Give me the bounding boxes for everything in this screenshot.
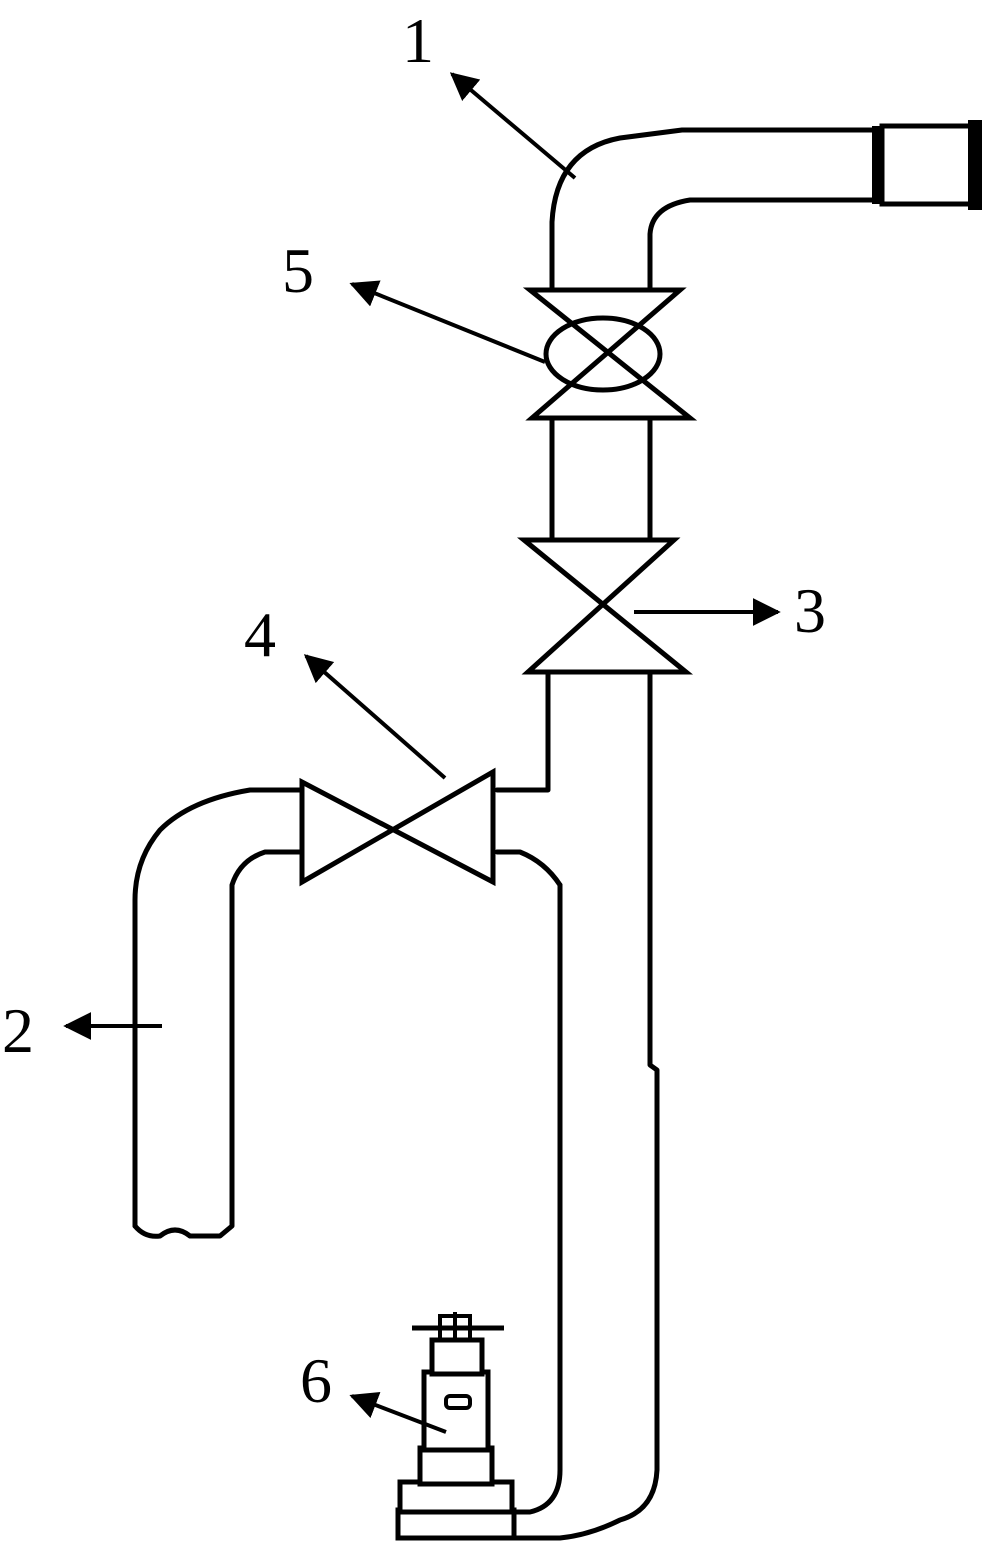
callout-label-3: 3 (794, 575, 826, 646)
leader-5-arrow (349, 280, 546, 364)
riser-pipe-upper (549, 417, 653, 543)
branch-pipe (132, 787, 563, 1239)
leader-6-arrow (349, 1391, 447, 1434)
leader-4-arrow (303, 654, 447, 780)
check-valve (522, 287, 698, 421)
callout-label-5: 5 (282, 235, 314, 306)
gate-valve-branch (299, 767, 496, 887)
callout-label-4: 4 (244, 599, 276, 670)
riser-pipe-main (494, 671, 660, 1541)
callout-label-1: 1 (402, 5, 434, 76)
leader-1-arrow (449, 72, 577, 180)
outlet-coupling (872, 120, 982, 210)
outlet-pipe-elbow (549, 127, 875, 293)
callout-label-2: 2 (2, 995, 34, 1066)
gate-valve-main (516, 537, 694, 675)
callout-label-6: 6 (300, 1345, 332, 1416)
submersible-pump (395, 1312, 517, 1541)
